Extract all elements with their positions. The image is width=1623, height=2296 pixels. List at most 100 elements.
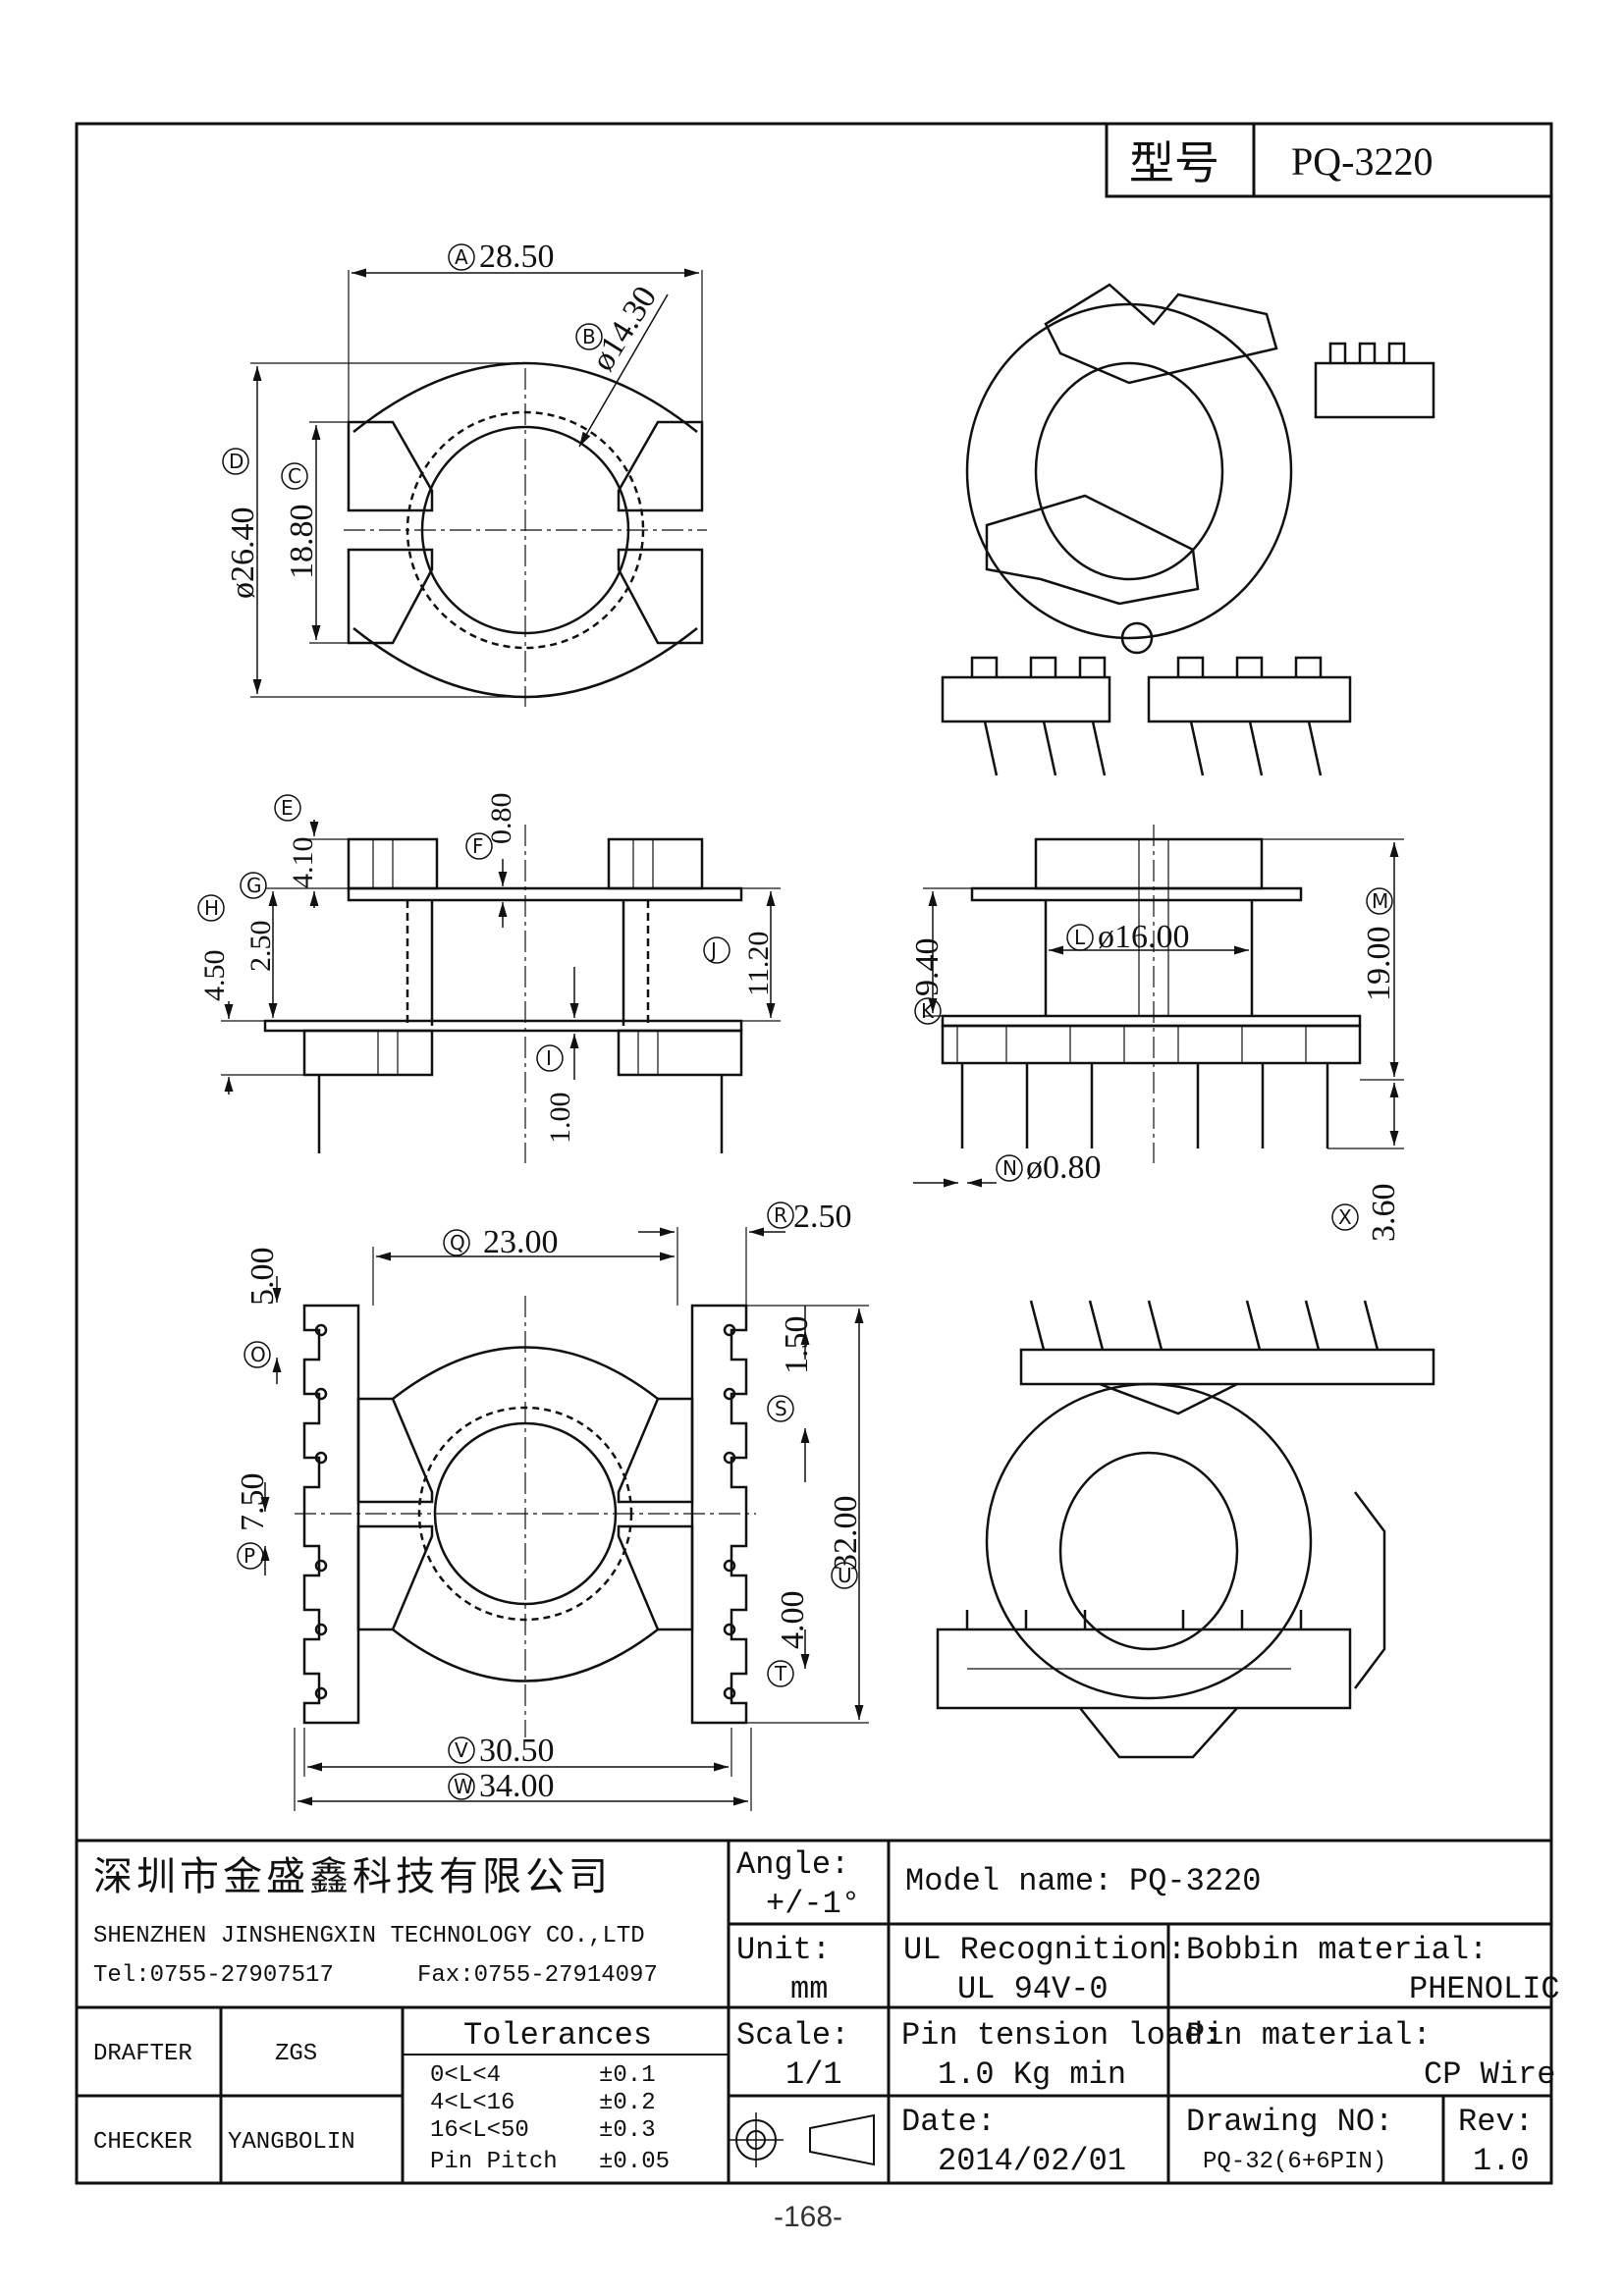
top-view-labels: A 28.50 B ø14.30 D ø26.40 C 18.80 (222, 239, 664, 600)
dim-c-marker (281, 462, 308, 490)
title-block (77, 1839, 1551, 2183)
dim-e-letter: E (281, 796, 294, 820)
dim-i-letter: I (546, 1046, 552, 1070)
drawing-no-value: PQ-32(6+6PIN) (1203, 2149, 1386, 2175)
dim-v-marker (448, 1736, 475, 1764)
tolerance-range-3: 16<L<50 (430, 2117, 529, 2144)
dim-g: 2.50 (244, 921, 277, 973)
top-view (250, 268, 707, 707)
dim-r-letter: R (774, 1203, 787, 1227)
dim-d-marker (222, 448, 249, 475)
dim-l: ø16.00 (1098, 919, 1190, 955)
dim-x-letter: X (1338, 1205, 1352, 1229)
dim-e: 4.10 (287, 837, 319, 889)
dim-w: 34.00 (479, 1768, 555, 1804)
dim-b-letter: B (582, 325, 596, 348)
dim-t-letter: T (774, 1662, 787, 1685)
company-name-en: SHENZHEN JINSHENGXIN TECHNOLOGY CO.,LTD (93, 1923, 645, 1949)
dim-w-letter: W (454, 1775, 473, 1798)
checker-label: CHECKER (93, 2129, 192, 2156)
dim-o-letter: O (250, 1343, 266, 1366)
pin-tension-value: 1.0 Kg min (938, 2056, 1126, 2093)
dim-m-marker (1366, 887, 1393, 915)
dim-q: 23.00 (483, 1224, 559, 1260)
dim-u-letter: U (838, 1564, 852, 1587)
ul-recognition-value: UL 94V-0 (957, 1971, 1109, 2007)
title-block-text: 深圳市金盛鑫科技有限公司 SHENZHEN JINSHENGXIN TECHNO… (93, 1846, 1560, 2179)
checker-value: YANGBOLIN (228, 2129, 355, 2156)
dim-i: 1.00 (544, 1093, 576, 1145)
ul-recognition-label: UL Recognition: (903, 1932, 1186, 1968)
dim-w-marker (448, 1773, 475, 1800)
dim-v-letter: V (455, 1738, 468, 1762)
dim-g-marker (240, 872, 267, 899)
tolerances-label: Tolerances (463, 2017, 652, 2054)
dim-h-letter: H (204, 896, 219, 920)
front-view-labels: E 4.10 F 0.80 G 2.50 H 4.50 J 11.20 I 1.… (197, 793, 775, 1145)
dim-x: 3.60 (1366, 1184, 1402, 1243)
dim-f-marker (465, 832, 493, 860)
dim-s: 1.50 (779, 1316, 815, 1375)
company-fax: Fax:0755-27914097 (417, 1962, 658, 1989)
date-label: Date: (901, 2104, 996, 2140)
dim-m-letter: M (1372, 889, 1388, 913)
dim-o-marker (243, 1341, 271, 1368)
dim-b-marker (575, 323, 603, 350)
tolerance-value-2: ±0.2 (599, 2090, 656, 2116)
dim-n-letter: N (1002, 1156, 1017, 1180)
angle-value: +/-1° (766, 1886, 860, 1922)
unit-label: Unit: (736, 1932, 831, 1968)
company-tel: Tel:0755-27907517 (93, 1962, 334, 1989)
dim-m: 19.00 (1361, 927, 1397, 1002)
tolerance-range-1: 0<L<4 (430, 2062, 501, 2089)
unit-value: mm (790, 1971, 828, 2007)
tolerance-value-3: ±0.3 (599, 2117, 656, 2144)
angle-label: Angle: (736, 1846, 849, 1883)
bottom-view (260, 1227, 869, 1811)
dim-t: 4.00 (775, 1591, 811, 1650)
scale-label: Scale: (736, 2017, 849, 2054)
date-value: 2014/02/01 (938, 2143, 1126, 2179)
dim-l-marker (1066, 924, 1094, 951)
dim-f: 0.80 (485, 793, 517, 845)
dim-p-marker (237, 1542, 264, 1570)
dim-k: 9.40 (909, 938, 946, 997)
dim-i-marker (536, 1044, 564, 1072)
dim-n: ø0.80 (1026, 1149, 1102, 1186)
isometric-view-bottom (936, 1300, 1435, 1759)
type-label: 型号 (1129, 136, 1219, 189)
dim-s-marker (767, 1395, 794, 1422)
front-view (221, 820, 781, 1163)
dim-u-marker (831, 1562, 858, 1589)
pin-material-label: Pin material: (1186, 2017, 1432, 2054)
dim-f-letter: F (472, 834, 484, 858)
bobbin-material-value: PHENOLIC (1409, 1971, 1560, 2007)
dim-j-letter: J (709, 938, 717, 962)
dim-q-marker (443, 1229, 470, 1256)
scale-value: 1/1 (785, 2056, 842, 2093)
rev-value: 1.0 (1473, 2143, 1530, 2179)
dim-b: ø14.30 (584, 280, 664, 377)
dim-c-letter: C (288, 464, 301, 488)
dim-n-marker (996, 1154, 1023, 1182)
model-name-label: Model name: (905, 1863, 1112, 1899)
dim-p: 7.50 (235, 1473, 271, 1532)
dim-v: 30.50 (479, 1733, 555, 1769)
drafter-value: ZGS (275, 2041, 317, 2067)
tolerance-value-4: ±0.05 (599, 2149, 670, 2175)
dim-p-letter: P (243, 1544, 255, 1568)
company-name-cn: 深圳市金盛鑫科技有限公司 (93, 1854, 612, 1899)
model-name-value: PQ-3220 (1129, 1863, 1261, 1899)
rev-label: Rev: (1458, 2104, 1534, 2140)
tolerance-value-1: ±0.1 (599, 2062, 656, 2089)
dim-a: 28.50 (479, 239, 555, 275)
dim-c: 18.80 (284, 505, 320, 580)
pin-tension-label: Pin tension load: (901, 2017, 1221, 2054)
dim-d: ø26.40 (225, 507, 261, 600)
dim-a-letter: A (455, 245, 468, 269)
dim-r: 2.50 (793, 1199, 852, 1235)
isometric-view-top (941, 283, 1435, 776)
drafter-label: DRAFTER (93, 2041, 192, 2067)
dim-h: 4.50 (198, 950, 231, 1002)
